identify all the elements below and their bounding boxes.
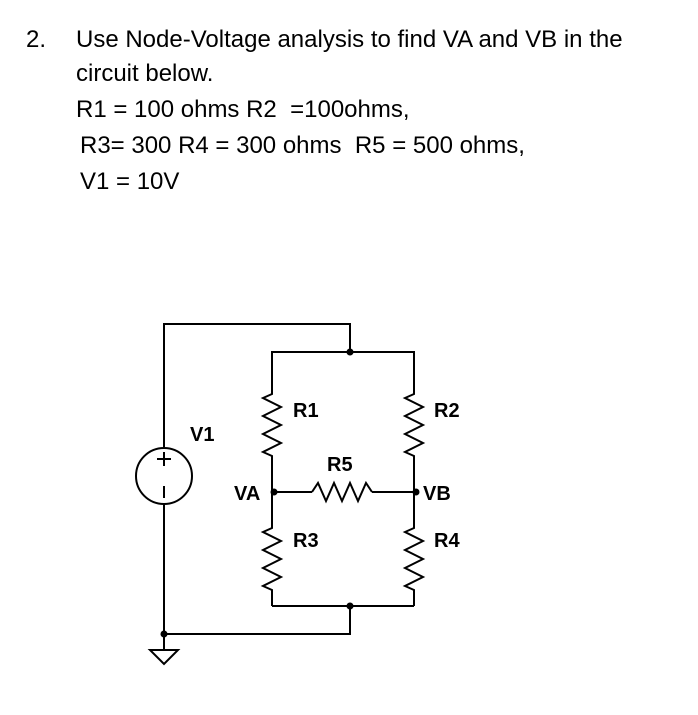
label-va: VA [234, 483, 260, 505]
resistor-r1 [260, 378, 284, 492]
problem-line-5: V1 = 10V [80, 168, 180, 195]
node-dot-ground [160, 630, 168, 638]
resistor-r2 [402, 378, 426, 492]
problem-line-4: R3= 300 R4 = 300 ohms R5 = 500 ohms, [80, 132, 525, 159]
wire-bottom [163, 504, 351, 635]
label-r1: R1 [293, 400, 319, 422]
problem-line-3: R1 = 100 ohms R2 =100ohms, [76, 96, 410, 123]
label-v1: V1 [190, 424, 214, 446]
wire-top [163, 323, 351, 447]
problem-statement: 2. Use Node-Voltage analysis to find VA … [0, 0, 698, 230]
problem-line-2: circuit below. [76, 60, 214, 87]
resistor-r5 [311, 480, 373, 504]
source-plus-icon [157, 452, 171, 466]
node-dot-top [346, 348, 354, 356]
voltage-source-v1 [135, 447, 193, 505]
label-r5: R5 [327, 454, 353, 476]
ground-icon [147, 634, 181, 666]
question-number: 2. [26, 26, 47, 53]
label-r4: R4 [434, 530, 460, 552]
resistor-r3 [260, 492, 284, 606]
label-r3: R3 [293, 530, 319, 552]
node-dot-bottom [346, 602, 354, 610]
label-vb: VB [423, 483, 451, 505]
resistor-r4 [402, 492, 426, 606]
problem-line-1: Use Node-Voltage analysis to find VA and… [76, 26, 623, 53]
node-dot-va [270, 488, 278, 496]
label-r2: R2 [434, 400, 460, 422]
node-dot-vb [412, 488, 420, 496]
wire-bridge-top [271, 351, 415, 378]
